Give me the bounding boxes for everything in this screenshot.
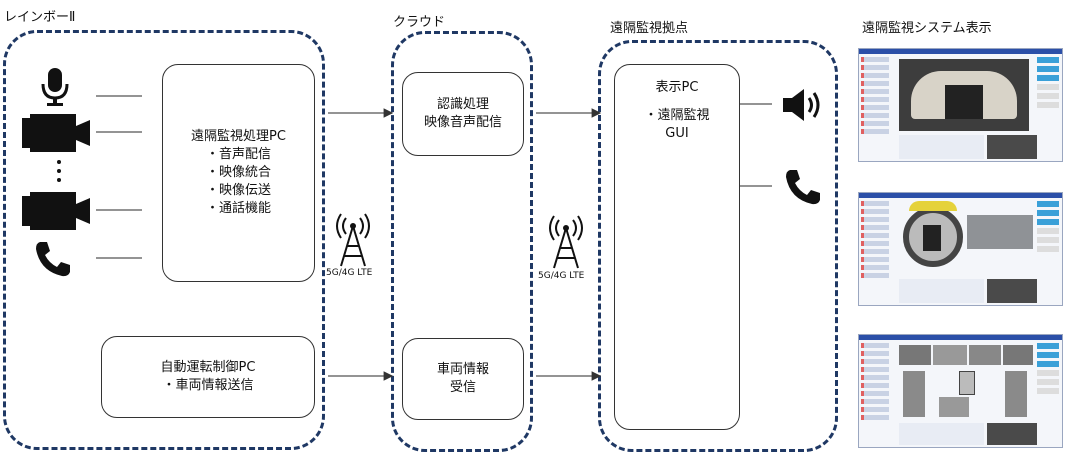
group-remote-base [598,40,838,452]
auto-driving-pc-box: 自動運転制御PC ・車両情報送信 [101,336,315,418]
box-line: GUI [665,126,689,141]
camera-icon [22,192,90,230]
group-label-remote-base: 遠隔監視拠点 [610,21,689,36]
camera-icon [22,114,90,152]
box-line: ・車両情報送信 [162,378,254,393]
speaker-icon [783,89,820,121]
box-line: 表示PC [655,80,699,95]
box-line: 遠隔監視処理PC [191,129,286,144]
display-pc-box: 表示PC ・遠隔監視 GUI [614,64,740,430]
box-line: 車両情報 [436,362,489,377]
box-line: 認識処理 [436,97,489,112]
box-line: 受信 [449,380,476,395]
vehicle-info-box: 車両情報 受信 [402,338,524,420]
antenna-label: 5G/4G LTE [538,271,585,281]
microphone-icon [41,68,69,106]
gui-screenshot-3 [858,334,1063,448]
box-line: 映像音声配信 [423,115,502,130]
group-rainbow [3,30,325,450]
phone-icon [786,170,820,205]
box-line: ・遠隔監視 [644,108,710,123]
gui-screenshot-1 [858,48,1063,162]
ellipsis-dots [57,160,61,182]
group-label-display: 遠隔監視システム表示 [862,21,992,36]
group-label-cloud: クラウド [393,15,446,30]
box-line: 自動運転制御PC [160,360,256,375]
box-line: ・映像統合 [205,165,271,180]
box-line: ・音声配信 [205,147,271,162]
gui-screenshot-2 [858,192,1063,306]
antenna-icon [336,213,370,267]
group-cloud [391,31,533,452]
remote-monitoring-pc-box: 遠隔監視処理PC ・音声配信 ・映像統合 ・映像伝送 ・通話機能 [162,64,315,282]
recognition-box: 認識処理 映像音声配信 [402,72,524,156]
antenna-icon [549,215,583,269]
antenna-label: 5G/4G LTE [326,268,373,278]
box-line: ・通話機能 [205,201,271,216]
phone-icon [36,242,70,277]
box-line: ・映像伝送 [205,183,271,198]
group-label-rainbow: レインボーⅡ [4,10,76,25]
